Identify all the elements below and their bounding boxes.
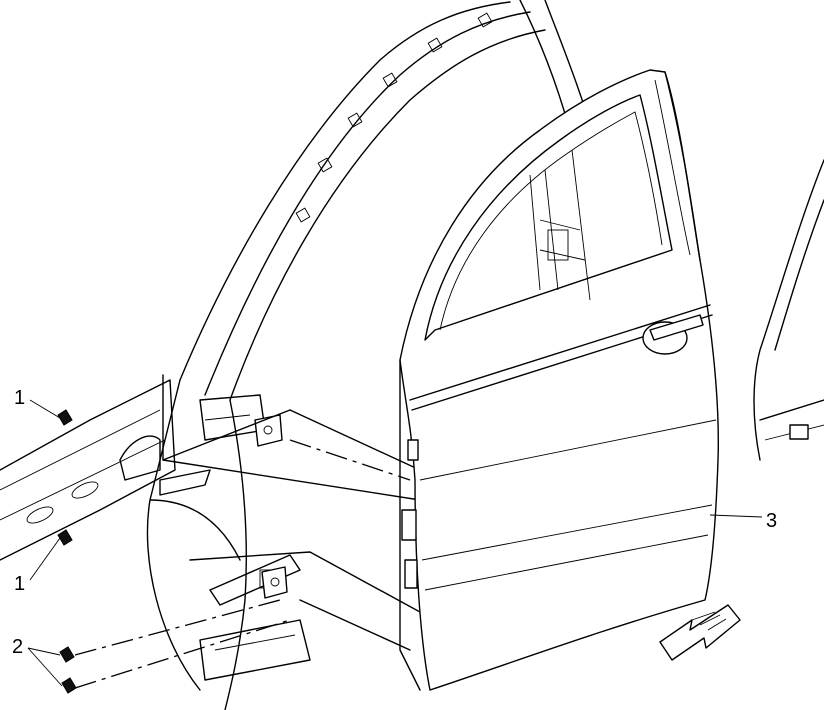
leader-lines (27, 399, 763, 687)
body-pillar-structure (146, 0, 601, 710)
front-door-assembly (399, 69, 719, 691)
lower-hinge (261, 566, 288, 599)
hinge-callout-box-lower (74, 551, 421, 689)
bolt-icon (57, 409, 77, 694)
callout-label-2: 2 (12, 636, 24, 658)
callout-label-3: 3 (766, 510, 778, 532)
rear-door-partial (753, 159, 824, 461)
upper-hinge (254, 414, 283, 447)
hinge-pillar-detail (0, 379, 311, 681)
front-direction-arrow-icon (659, 604, 741, 661)
callout-label-1-lower: 1 (14, 573, 26, 595)
hinge-callout-box-upper (162, 374, 421, 501)
callout-label-1-upper: 1 (14, 387, 26, 409)
